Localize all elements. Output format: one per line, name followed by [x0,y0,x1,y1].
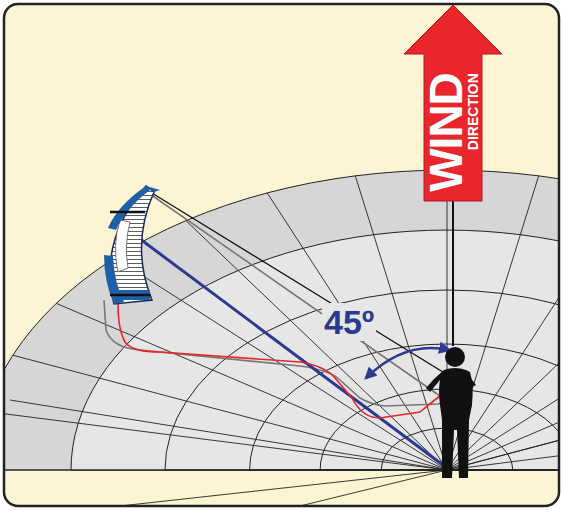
arrow-title: WIND [425,73,465,192]
kite [104,186,160,304]
fan-arc [4,170,559,470]
ground-line [120,470,447,506]
fan-ray [4,470,447,471]
fan-ray [186,221,447,470]
wind-axis-line [452,195,454,346]
arrow-text-group: WINDDIRECTION [425,73,480,192]
angle-arc-arrow [366,348,449,378]
fan-arc [165,290,559,470]
fan-ray [267,193,447,470]
ground-line [300,470,447,506]
angle-label: 45º [322,303,376,341]
kite-line-gray [104,194,443,406]
person-silhouette [426,347,476,478]
kite-line-blue [128,230,447,468]
ground-line [10,400,447,470]
wind-window-fan [4,170,559,506]
kite-line-black [147,190,451,377]
kite-line-red [118,303,445,418]
wind-arrow: WINDDIRECTION [403,4,503,202]
fan-ray [13,355,447,470]
frame-border [4,4,559,506]
arrow-subtitle: DIRECTION [465,73,480,192]
